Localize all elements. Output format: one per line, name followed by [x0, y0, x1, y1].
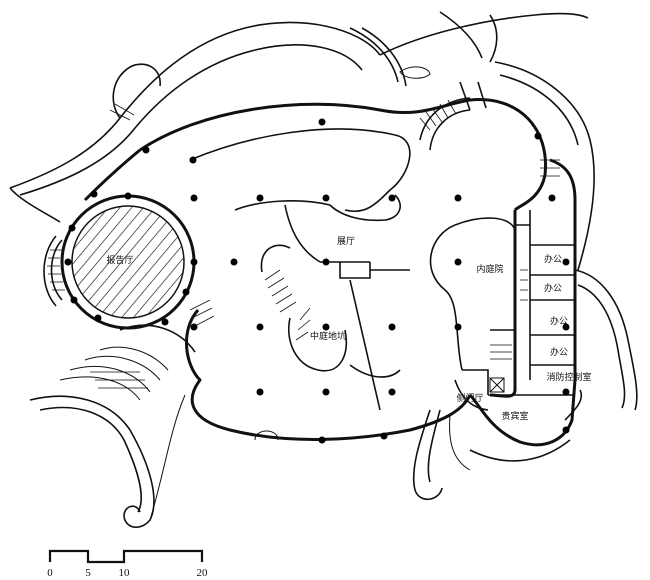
label-office-2: 办公 [544, 282, 562, 294]
landscape-walls [9, 11, 638, 411]
room-labels: 报告厅 展厅 中庭地坑 内庭院 办公 办公 办公 办公 消防控制室 侧门厅 贵宾… [106, 236, 591, 422]
scale-tick-20: 20 [197, 567, 209, 579]
label-office-1: 办公 [544, 253, 562, 265]
stairs [90, 99, 560, 393]
label-inner-courtyard: 内庭院 [476, 263, 503, 275]
landscape-curves-lower-left [29, 324, 196, 528]
landscape-curves-lower-right [412, 389, 583, 500]
label-office-4: 办公 [550, 346, 568, 358]
label-exhibition-hall: 展厅 [337, 236, 355, 247]
scale-tick-0: 0 [47, 567, 53, 579]
label-side-entrance-hall: 侧门厅 [456, 392, 483, 404]
scale-tick-5: 5 [85, 567, 91, 579]
label-atrium-pit: 中庭地坑 [310, 330, 346, 342]
label-fire-control: 消防控制室 [546, 371, 591, 383]
interior-walls [189, 81, 575, 441]
label-office-3: 办公 [550, 315, 568, 327]
label-round-hall: 报告厅 [106, 254, 133, 266]
scale-tick-10: 10 [119, 567, 131, 579]
scale-bar: 0 5 10 20 [47, 549, 209, 579]
columns [64, 118, 570, 444]
label-vip-room: 贵宾室 [501, 410, 528, 422]
